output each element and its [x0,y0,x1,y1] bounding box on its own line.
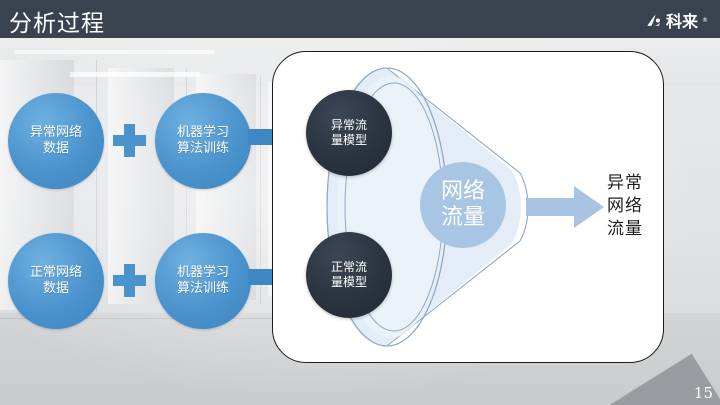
brand-logo: 科来 ® [644,8,708,32]
network-traffic-label: 网络 流量 [440,179,485,230]
model-label-normal: 正常流 量模型 [330,260,367,289]
page-title: 分析过程 [9,11,105,37]
plus-icon-row1 [113,124,146,157]
plus-icon-row2 [113,264,146,297]
model-circle-normal[interactable]: 正常流 量模型 [306,232,392,318]
colasoft-logo-icon [647,13,660,26]
model-label-abnormal: 异常流 量模型 [330,118,367,147]
input-circle-training-normal[interactable]: 机器学习 算法训练 [155,233,251,329]
input-circle-abnormal-data[interactable]: 异常网络 数据 [8,93,104,189]
trademark-mark: ® [702,16,708,24]
header-bar: 分析过程 科来 ® [0,0,720,38]
input-label-training-abnormal: 机器学习 算法训练 [176,125,229,156]
input-circle-training-abnormal[interactable]: 机器学习 算法训练 [155,93,251,189]
brand-name: 科来 [665,12,698,31]
input-label-abnormal-data: 异常网络 数据 [29,125,82,156]
page-number: 15 [693,384,713,402]
output-label: 异常 网络 流量 [607,173,643,239]
input-circle-normal-data[interactable]: 正常网络 数据 [8,233,104,329]
funnel-panel: 异常流 量模型 正常流 量模型 网络 流量 [272,51,664,363]
input-label-normal-data: 正常网络 数据 [29,265,82,296]
page-corner: 15 [588,343,720,405]
arrow-to-output [526,186,604,228]
model-circle-abnormal[interactable]: 异常流 量模型 [306,90,392,176]
network-traffic-circle[interactable]: 网络 流量 [420,162,506,248]
input-label-training-normal: 机器学习 算法训练 [176,265,229,296]
